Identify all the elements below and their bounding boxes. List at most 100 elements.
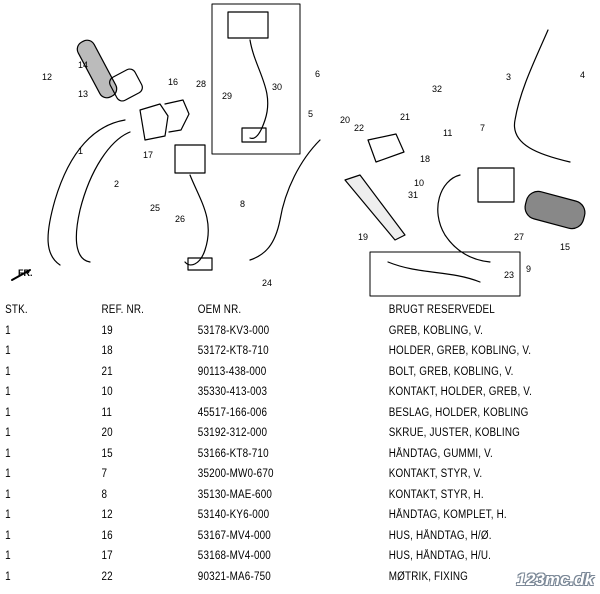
row-qty: 1 — [5, 447, 11, 460]
throttle-cable-1 — [47, 119, 126, 266]
svg-text:16: 16 — [168, 77, 178, 87]
row-qty: 1 — [5, 386, 11, 398]
svg-text:11: 11 — [443, 128, 452, 138]
table-row: 1 11 45517-166-006 BESLAG, HOLDER, KOBLI… — [0, 406, 528, 427]
header-desc: BRUGT RESERVEDEL — [388, 304, 495, 316]
row-desc: HUS, HÅNDTAG, H/Ø. — [388, 529, 492, 542]
row-desc: KONTAKT, STYR, H. — [388, 488, 484, 501]
clutch-cable-3 — [513, 29, 571, 163]
throttle-housing — [139, 103, 169, 141]
row-oem: 35200-MW0-670 — [197, 468, 274, 480]
row-oem: 90321-MA6-750 — [197, 570, 271, 583]
table-row: 1 15 53166-KT8-710 HÅNDTAG, GUMMI, V. — [0, 448, 516, 468]
svg-text:5: 5 — [308, 109, 313, 119]
row-qty: 1 — [5, 427, 11, 439]
svg-text:FR.: FR. — [18, 268, 33, 278]
row-desc: HUS, HÅNDTAG, H/U. — [388, 550, 492, 562]
row-oem: 53167-MV4-000 — [197, 529, 271, 542]
row-oem: 45517-166-006 — [197, 406, 268, 419]
row-desc: MØTRIK, FIXING — [388, 570, 469, 583]
svg-text:17: 17 — [143, 150, 153, 160]
row-qty: 1 — [5, 570, 11, 583]
row-oem: 53166-KT8-710 — [197, 447, 269, 460]
table-row: 1 20 53192-312-000 SKRUE, JUSTER, KOBLIN… — [0, 427, 520, 447]
clutch-lever — [344, 174, 406, 241]
row-qty: 1 — [5, 345, 11, 357]
table-row: 1 7 35200-MW0-670 KONTAKT, STYR, V. — [0, 468, 516, 488]
row-ref: 11 — [101, 406, 113, 419]
row-ref: 18 — [101, 345, 113, 357]
svg-text:24: 24 — [262, 278, 272, 288]
clutch-lever-holder — [367, 133, 405, 163]
row-qty: 1 — [5, 529, 11, 542]
svg-text:9: 9 — [526, 264, 531, 274]
svg-text:3: 3 — [506, 72, 511, 82]
svg-text:18: 18 — [420, 154, 430, 164]
handlebar-switch-right — [174, 144, 206, 174]
row-ref: 8 — [101, 488, 108, 501]
svg-text:2: 2 — [114, 179, 119, 189]
row-desc: KONTAKT, STYR, V. — [388, 468, 483, 480]
row-oem: 53178-KV3-000 — [197, 324, 270, 337]
svg-text:31: 31 — [408, 190, 418, 200]
row-desc: SKRUE, JUSTER, KOBLING — [388, 427, 521, 439]
row-ref: 21 — [101, 365, 113, 378]
row-desc: HÅNDTAG, KOMPLET, H. — [388, 509, 507, 521]
row-qty: 1 — [5, 488, 11, 501]
svg-text:27: 27 — [514, 232, 524, 242]
header-ref: REF. NR. — [101, 304, 145, 316]
row-desc: GREB, KOBLING, V. — [388, 324, 484, 337]
row-oem: 53172-KT8-710 — [197, 345, 269, 357]
svg-text:6: 6 — [315, 69, 320, 79]
row-qty: 1 — [5, 509, 11, 521]
row-desc: HOLDER, GREB, KOBLING, V. — [388, 345, 532, 357]
svg-text:8: 8 — [240, 199, 245, 209]
table-row: 1 16 53167-MV4-000 HUS, HÅNDTAG, H/Ø. — [0, 530, 516, 550]
table-header: STK. REF. NR. OEM NR. BRUGT RESERVEDEL — [0, 304, 516, 324]
table-row: 1 22 90321-MA6-750 MØTRIK, FIXING — [0, 571, 516, 591]
row-ref: 20 — [101, 427, 113, 439]
svg-text:30: 30 — [272, 82, 282, 92]
row-ref: 15 — [101, 447, 113, 460]
row-oem: 53192-312-000 — [197, 427, 268, 439]
row-qty: 1 — [5, 324, 11, 337]
handlebar-switch-7 — [477, 167, 515, 203]
row-qty: 1 — [5, 550, 11, 562]
site-watermark: 123mc.dk — [516, 570, 595, 589]
svg-text:25: 25 — [150, 203, 160, 213]
row-oem: 53168-MV4-000 — [197, 550, 271, 562]
row-oem: 35330-413-003 — [197, 386, 268, 398]
row-ref: 22 — [101, 570, 113, 583]
throttle-grip-drawing — [76, 39, 143, 102]
row-ref: 10 — [101, 386, 113, 398]
svg-text:29: 29 — [222, 91, 232, 101]
svg-text:7: 7 — [480, 123, 485, 133]
row-desc: BOLT, GREB, KOBLING, V. — [388, 365, 514, 378]
row-desc: HÅNDTAG, GUMMI, V. — [388, 447, 493, 460]
svg-text:14: 14 — [78, 60, 88, 70]
table-row: 1 8 35130-MAE-600 KONTAKT, STYR, H. — [0, 489, 516, 509]
row-ref: 7 — [101, 468, 108, 480]
row-ref: 12 — [101, 509, 113, 521]
svg-text:32: 32 — [432, 84, 442, 94]
header-oem: OEM NR. — [197, 304, 242, 316]
handlebar-switch-left — [227, 11, 269, 39]
svg-text:1: 1 — [78, 146, 83, 156]
svg-text:28: 28 — [196, 79, 206, 89]
throttle-cable-2 — [75, 131, 131, 263]
table-row: 1 19 53178-KV3-000 GREB, KOBLING, V. — [0, 325, 516, 345]
svg-text:26: 26 — [175, 214, 185, 224]
row-qty: 1 — [5, 406, 11, 419]
row-qty: 1 — [5, 365, 11, 378]
svg-text:20: 20 — [340, 115, 350, 125]
svg-text:13: 13 — [78, 89, 88, 99]
row-ref: 17 — [101, 550, 113, 562]
svg-text:10: 10 — [414, 178, 424, 188]
rubber-grip — [524, 190, 586, 230]
header-qty: STK. — [5, 304, 28, 316]
svg-text:22: 22 — [354, 123, 364, 133]
row-ref: 19 — [101, 324, 113, 337]
svg-text:21: 21 — [400, 112, 410, 122]
